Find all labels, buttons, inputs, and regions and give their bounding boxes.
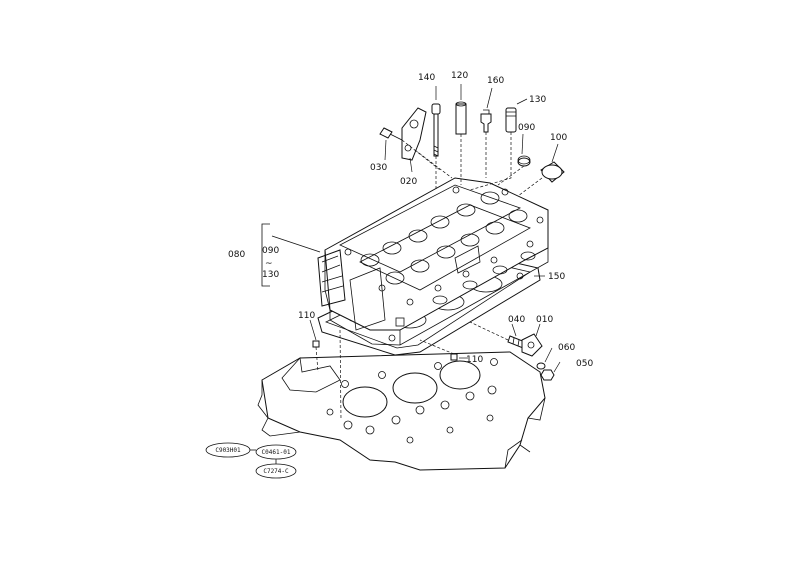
callout-140: 140 [418, 73, 435, 83]
callout-130-range: 130 [262, 270, 279, 280]
callout-130: 130 [529, 95, 546, 105]
callout-110-right: 110 [466, 355, 483, 365]
bracket-010 [521, 333, 543, 357]
plug-110-left [312, 340, 320, 348]
bracket-020 [401, 107, 427, 161]
holder-130 [505, 107, 517, 133]
bolt-140 [431, 103, 441, 157]
callout-010: 010 [536, 315, 553, 325]
callout-040: 040 [508, 315, 525, 325]
callout-160: 160 [487, 76, 504, 86]
ref-code-center: C0461-01 [262, 449, 291, 456]
cylinder-head [317, 177, 549, 346]
callout-080: 080 [228, 250, 245, 260]
callout-100: 100 [550, 133, 567, 143]
engine-block [257, 351, 546, 471]
plug-160 [480, 109, 492, 133]
callout-150: 150 [548, 272, 565, 282]
reference-codes: C903H01 C0461-01 C7274-C [205, 442, 297, 479]
leader-lines [261, 84, 561, 421]
ring-090 [517, 155, 531, 167]
callout-110-left: 110 [298, 311, 315, 321]
nut-050 [540, 369, 555, 381]
callout-060: 060 [558, 343, 575, 353]
callout-090: 090 [518, 123, 535, 133]
callout-range-tilde: ~ [265, 259, 273, 269]
ref-code-bottom: C7274-C [263, 468, 289, 475]
washer-060 [536, 362, 546, 370]
callout-050: 050 [576, 359, 593, 369]
ref-code-left: C903H01 [215, 447, 241, 454]
bolt-030 [379, 127, 403, 141]
plug-110-right [450, 353, 458, 361]
callouts: 140 120 160 130 090 100 030 020 080 090 … [228, 71, 593, 369]
cap-100 [540, 161, 565, 183]
callout-120: 120 [451, 71, 468, 81]
callout-020: 020 [400, 177, 417, 187]
sleeve-120 [455, 101, 467, 135]
callout-030: 030 [370, 163, 387, 173]
callout-090-range: 090 [262, 246, 279, 256]
